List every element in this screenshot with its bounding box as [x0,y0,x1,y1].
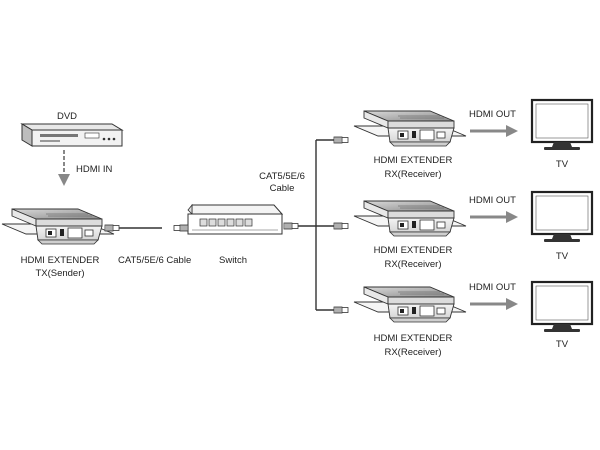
tv-icon [530,190,594,244]
rx-label-line2: RX(Receiver) [384,169,441,180]
hdmi-out-arrow [468,296,520,312]
rx-label-line1: HDMI EXTENDER [374,245,453,256]
rx-label-line1: HDMI EXTENDER [374,333,453,344]
switch-rx-cable [283,136,349,314]
tx-label-line1: HDMI EXTENDER [21,255,100,266]
hdmi-out-label: HDMI OUT [469,109,516,120]
switch-label: Switch [219,255,247,266]
dvd-player [20,123,124,147]
tx-cable-label: CAT5/5E/6 Cable [118,255,191,266]
rx-label-line2: RX(Receiver) [384,347,441,358]
rx-label-line2: RX(Receiver) [384,259,441,270]
hdmi-out-arrow [468,209,520,225]
tx-label-line2: TX(Sender) [35,268,84,279]
rx-extender-device [353,200,467,237]
hdmi-out-arrow [468,123,520,139]
network-switch [187,203,284,235]
dvd-label: DVD [57,111,77,122]
tx-extender-device [1,208,115,245]
tx-switch-cable [104,224,189,232]
hdmi-out-label: HDMI OUT [469,282,516,293]
rx-cable-label-line1: CAT5/5E/6 [259,171,305,182]
hdmi-out-label: HDMI OUT [469,195,516,206]
tv-label: TV [556,159,569,170]
hdmi-in-arrow [58,150,70,186]
tv-icon [530,98,594,152]
tv-label: TV [556,251,569,262]
tv-label: TV [556,339,569,350]
rx-extender-device [353,286,467,323]
tv-icon [530,280,594,334]
rx-cable-label-line2: Cable [270,183,295,194]
rx-extender-device [353,110,467,147]
rx-label-line1: HDMI EXTENDER [374,155,453,166]
hdmi-in-label: HDMI IN [76,164,113,175]
